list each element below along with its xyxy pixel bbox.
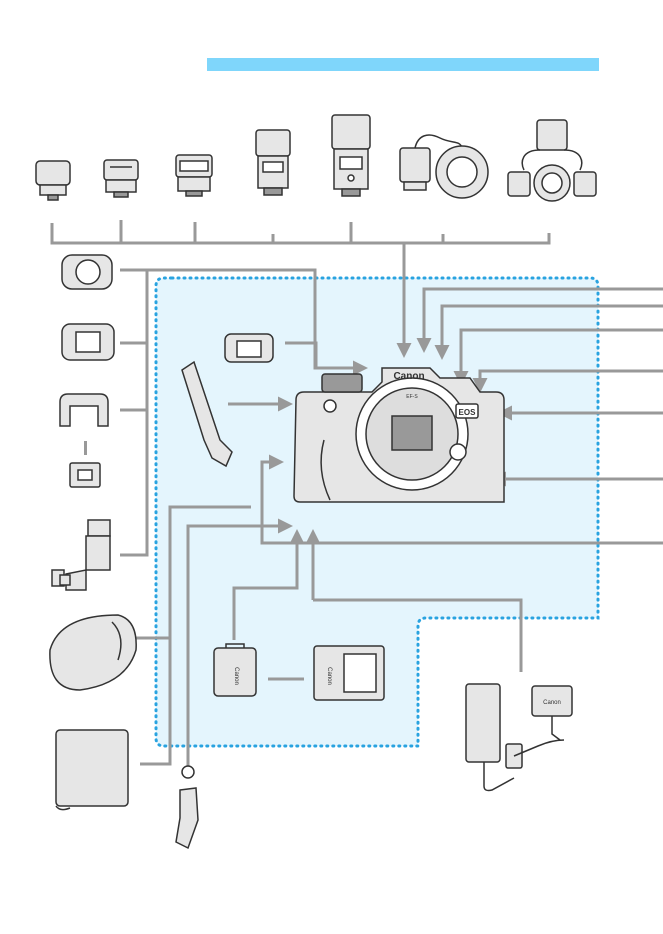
small-transmitter-icon bbox=[104, 160, 138, 197]
charger-brand-label: Canon bbox=[326, 667, 332, 685]
eyecup-small-icon bbox=[225, 334, 273, 362]
cloth-icon bbox=[56, 730, 128, 810]
compact-speedlite-icon bbox=[176, 155, 212, 196]
connector-tick bbox=[84, 441, 87, 455]
header-bar bbox=[207, 58, 599, 71]
macro-twin-lite-icon bbox=[508, 120, 596, 201]
semi-hard-case-icon bbox=[50, 615, 136, 690]
wrist-strap-icon bbox=[176, 766, 198, 848]
angle-finder-icon bbox=[52, 520, 110, 590]
macro-ring-lite-icon bbox=[400, 135, 488, 198]
rubber-frame-icon bbox=[62, 324, 114, 360]
battery-brand-label: Canon bbox=[233, 667, 239, 685]
large-speedlite-icon bbox=[332, 115, 370, 196]
camera-brand-label: Canon bbox=[393, 371, 424, 382]
camera-model-label: EOS bbox=[459, 408, 477, 417]
dc-coupler-brand-label: Canon bbox=[543, 700, 561, 706]
camera-mount-label: EF-S bbox=[406, 394, 418, 400]
camera-body-icon bbox=[294, 368, 504, 502]
transmitter-icon bbox=[36, 161, 70, 200]
eyepiece-adapter-icon bbox=[70, 463, 100, 487]
battery-charger-icon bbox=[314, 646, 384, 700]
eyecup-icon bbox=[62, 255, 112, 289]
mid-speedlite-icon bbox=[256, 130, 290, 195]
eyepiece-extender-icon bbox=[60, 394, 108, 426]
ac-adapter-icon bbox=[466, 684, 522, 791]
